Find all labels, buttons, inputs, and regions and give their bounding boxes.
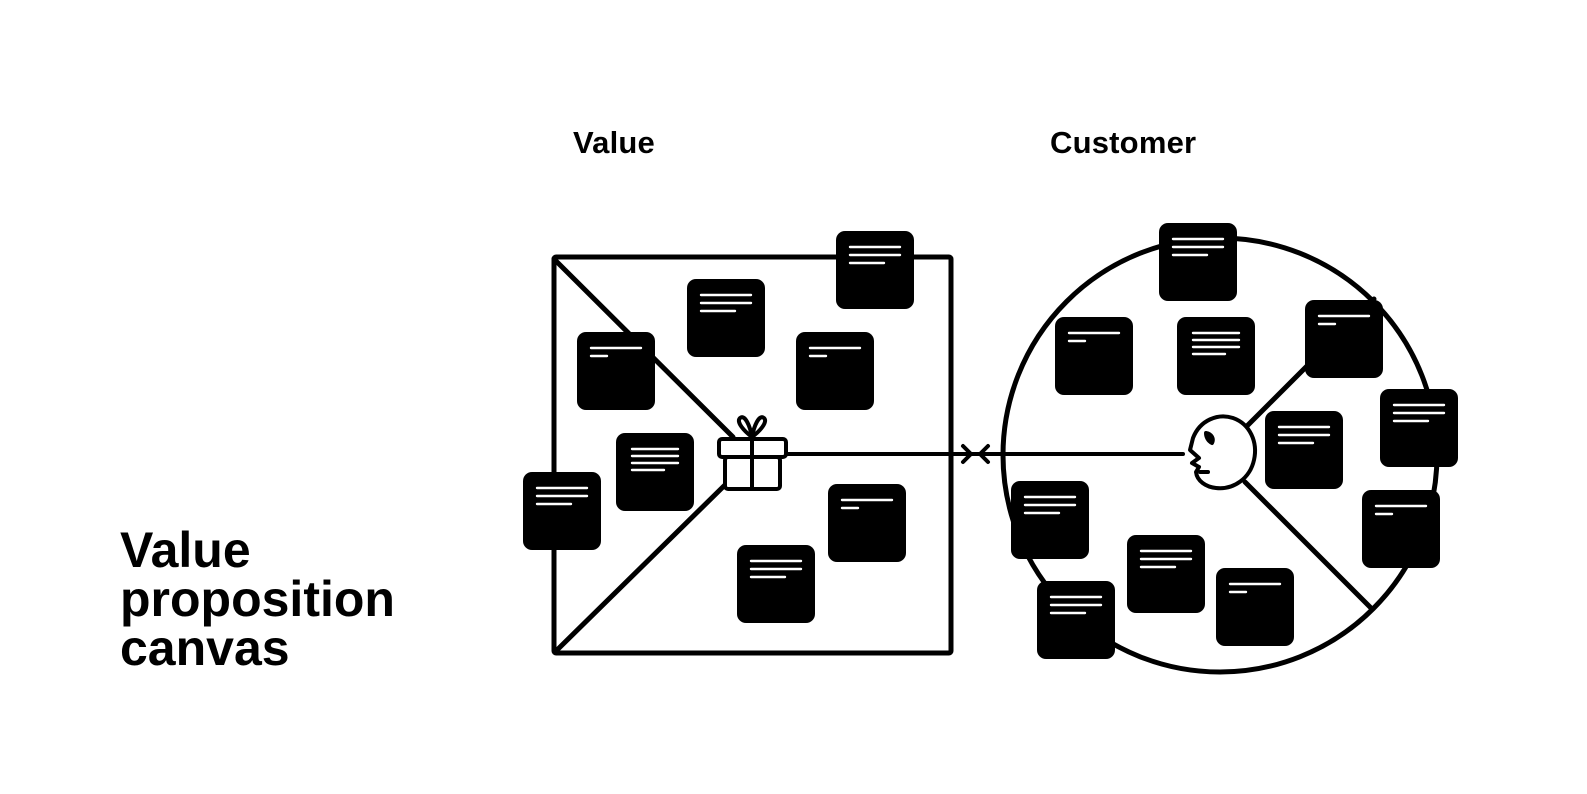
customer-note-6: [1263, 409, 1345, 491]
page-title: Value proposition canvas: [120, 522, 395, 676]
value-diagonal-bottom: [553, 479, 731, 654]
value-note-4: [794, 330, 876, 412]
customer-note-7: [1009, 479, 1091, 561]
connector-line: [784, 444, 1185, 464]
customer-note-10: [1214, 566, 1296, 648]
customer-divider-bottom: [1242, 479, 1375, 612]
customer-note-2: [1053, 315, 1135, 397]
customer-label: Customer: [1050, 125, 1197, 160]
title-line-1: Value: [120, 522, 251, 578]
arrow-left-icon: [978, 444, 990, 464]
customer-note-4: [1303, 298, 1385, 380]
customer-note-1: [1157, 221, 1239, 303]
face-icon: [1188, 414, 1257, 491]
value-note-8: [735, 543, 817, 625]
value-note-2: [685, 277, 767, 359]
arrow-right-icon: [961, 444, 973, 464]
customer-note-8: [1360, 488, 1442, 570]
value-note-6: [521, 470, 603, 552]
customer-note-5: [1378, 387, 1460, 469]
customer-note-11: [1035, 579, 1117, 661]
gift-icon: [717, 415, 788, 491]
title-line-3: canvas: [120, 620, 290, 676]
value-label: Value: [573, 125, 655, 160]
value-note-3: [575, 330, 657, 412]
value-note-5: [614, 431, 696, 513]
value-note-7: [826, 482, 908, 564]
value-note-1: [834, 229, 916, 311]
customer-note-3: [1175, 315, 1257, 397]
title-line-2: proposition: [120, 571, 395, 627]
customer-note-9: [1125, 533, 1207, 615]
